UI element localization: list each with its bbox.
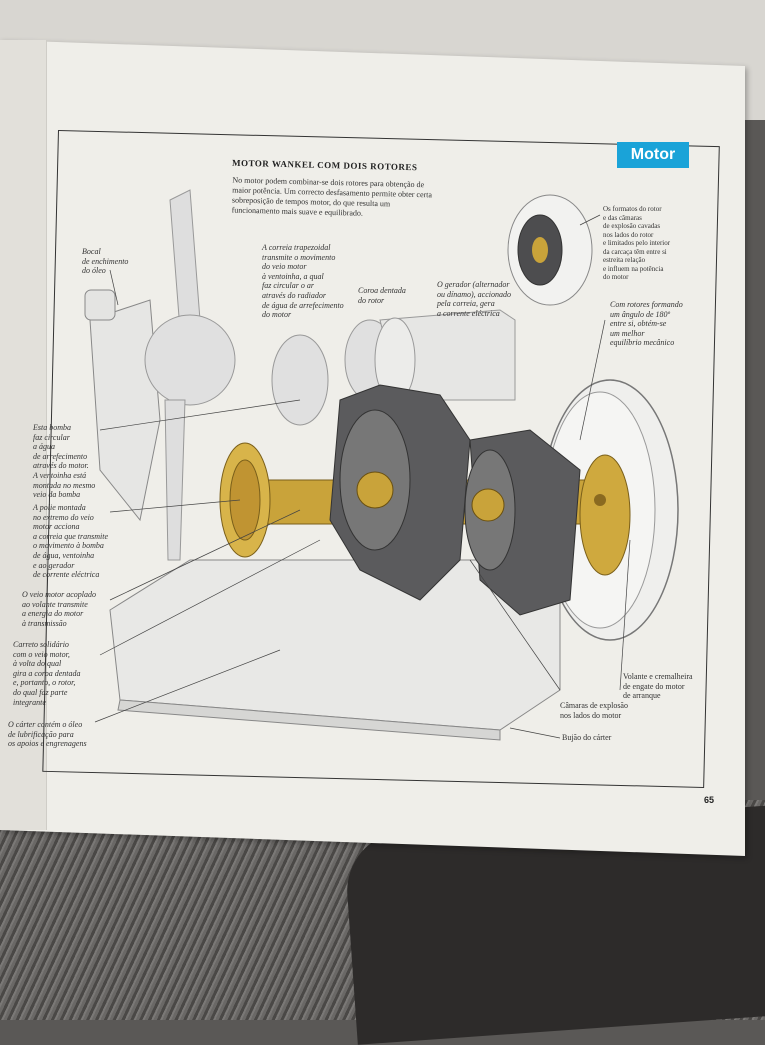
page-edge: [0, 40, 47, 830]
label-correia: A correia trapezoidal transmite o movime…: [262, 243, 344, 320]
label-carreto: Carreto solidário com o veio motor, à vo…: [13, 640, 81, 707]
page-number: 65: [704, 795, 715, 805]
label-volante: Volante e cremalheira de engate do motor…: [623, 672, 693, 701]
label-carter: O cárter contém o óleo de lubrificação p…: [8, 720, 87, 749]
label-coroa: Coroa dentada do rotor: [358, 286, 406, 305]
engine-illustration: [84, 189, 679, 741]
label-bocal: Bocal de enchimento do óleo: [82, 247, 129, 276]
label-bujao: Bujão do cárter: [562, 733, 612, 742]
label-veio: O veio motor acoplado ao volante transmi…: [22, 590, 96, 628]
section-tag: Motor: [617, 142, 689, 168]
label-bomba: Esta bomba faz circular a água de arrefe…: [33, 423, 96, 500]
label-rotores: Com rotores formando um ângulo de 180º e…: [610, 300, 683, 348]
label-formatos: Os formatos do rotor e das câmaras de ex…: [603, 205, 671, 281]
label-camaras: Câmaras de explosão nos lados do motor: [560, 701, 628, 720]
label-polie: A polie montada no extremo do veio motor…: [33, 503, 109, 580]
label-gerador: O gerador (alternador ou dínamo), accion…: [437, 280, 511, 318]
